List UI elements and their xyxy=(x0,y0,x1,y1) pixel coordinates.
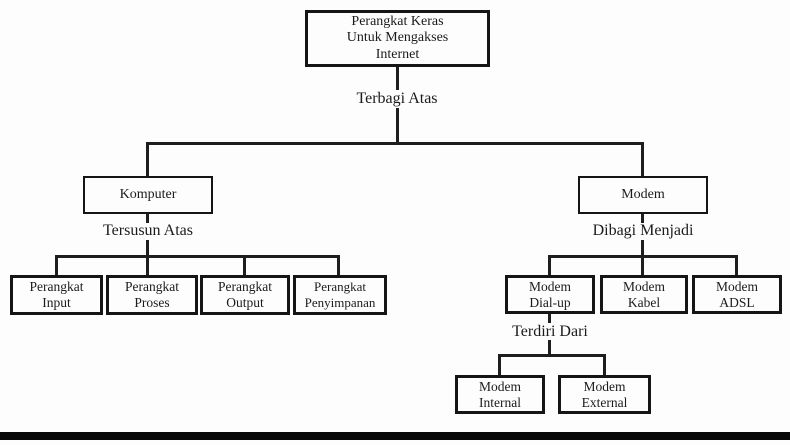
connector-drop-adsl xyxy=(735,255,738,275)
connector-komputer-to-tersusun xyxy=(146,213,149,223)
edge-label-tersusun-atas: Tersusun Atas xyxy=(103,222,193,239)
connector-drop-output xyxy=(243,255,246,275)
connector-drop-input xyxy=(55,255,58,275)
edge-label-terdiri-dari: Terdiri Dari xyxy=(512,323,588,340)
node-modem-dialup: Modem Dial-up xyxy=(505,275,595,314)
connector-branch-bar-level2 xyxy=(146,142,644,145)
connector-terdiri-to-branch xyxy=(548,340,551,357)
node-perangkat-input: Perangkat Input xyxy=(10,275,103,315)
node-modem-kabel: Modem Kabel xyxy=(600,275,688,314)
edge-label-dibagi-menjadi: Dibagi Menjadi xyxy=(592,222,694,239)
connector-branch-bar-komputer xyxy=(55,255,340,258)
connector-modem-to-dibagi xyxy=(641,214,644,223)
connector-root-to-terbagi xyxy=(396,67,399,90)
connector-drop-internal xyxy=(498,354,501,375)
node-perangkat-proses: Perangkat Proses xyxy=(106,275,198,315)
connector-drop-penyimpanan xyxy=(337,255,340,275)
connector-drop-external xyxy=(603,354,606,375)
connector-branch-bar-modem xyxy=(548,255,738,258)
connector-drop-modem xyxy=(641,142,644,176)
connector-terbagi-to-branch xyxy=(396,108,399,145)
node-perangkat-penyimpanan: Perangkat Penyimpanan xyxy=(293,275,387,315)
connector-drop-dialup xyxy=(548,255,551,275)
node-modem-external: Modem External xyxy=(558,375,651,414)
connector-branch-bar-dialup xyxy=(498,354,606,357)
node-komputer: Komputer xyxy=(83,176,213,214)
node-perangkat-output: Perangkat Output xyxy=(200,275,290,315)
node-modem-adsl: Modem ADSL xyxy=(692,275,782,314)
bottom-bar xyxy=(0,432,790,440)
connector-dialup-to-terdiri xyxy=(548,314,551,323)
node-perangkat-keras-root: Perangkat Keras Untuk Mengakses Internet xyxy=(305,10,490,67)
connector-drop-komputer xyxy=(146,142,149,176)
node-modem: Modem xyxy=(578,176,708,214)
node-modem-internal: Modem Internal xyxy=(455,375,545,414)
edge-label-terbagi-atas: Terbagi Atas xyxy=(356,90,438,107)
